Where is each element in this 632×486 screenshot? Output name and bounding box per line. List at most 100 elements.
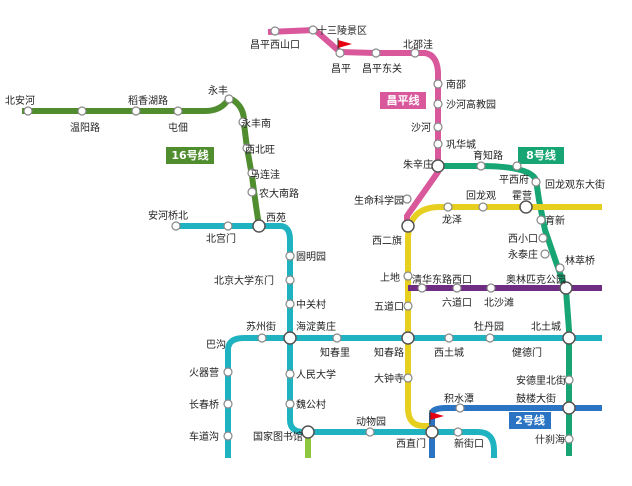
station-marker[interactable] <box>536 215 546 225</box>
station-label[interactable]: 什刹海 <box>535 433 565 446</box>
station-label[interactable]: 安德里北街 <box>516 374 566 387</box>
station-marker[interactable] <box>308 25 318 35</box>
station-label[interactable]: 温阳路 <box>70 121 100 134</box>
station-marker[interactable] <box>433 139 443 149</box>
station-marker[interactable] <box>540 249 550 259</box>
station-label[interactable]: 生命科学园 <box>354 194 404 207</box>
station-label[interactable]: 健德门 <box>512 346 542 359</box>
station-marker[interactable] <box>410 48 420 58</box>
station-label[interactable]: 农大南路 <box>259 187 299 200</box>
station-label[interactable]: 沙河 <box>411 122 431 134</box>
station-marker[interactable] <box>433 79 443 89</box>
station-marker[interactable] <box>402 194 412 204</box>
station-marker[interactable] <box>512 161 522 171</box>
station-label[interactable]: 长春桥 <box>189 399 219 411</box>
station-label[interactable]: 奥林匹克公园 <box>506 273 566 286</box>
station-marker[interactable] <box>433 122 443 132</box>
station-marker[interactable] <box>223 399 233 409</box>
station-marker[interactable] <box>223 431 233 441</box>
station-label[interactable]: 人民大学 <box>296 368 336 381</box>
station-label[interactable]: 国家图书馆 <box>253 430 303 443</box>
station-marker[interactable] <box>453 427 463 437</box>
station-label[interactable]: 永丰 <box>208 84 228 97</box>
station-marker[interactable] <box>417 283 427 293</box>
station-label[interactable]: 五道口 <box>374 300 404 313</box>
station-marker[interactable] <box>238 117 248 127</box>
station-marker[interactable] <box>531 177 541 187</box>
station-marker[interactable] <box>444 333 454 343</box>
station-label[interactable]: 知春路 <box>374 346 404 359</box>
station-label[interactable]: 西北旺 <box>245 144 275 156</box>
station-label[interactable]: 朱辛庄 <box>403 158 433 171</box>
station-label[interactable]: 龙泽 <box>442 213 462 226</box>
station-label[interactable]: 巴沟 <box>206 338 226 351</box>
station-marker[interactable] <box>371 48 381 58</box>
station-label[interactable]: 霍营 <box>512 189 532 202</box>
station-marker[interactable] <box>443 202 453 212</box>
station-label[interactable]: 西直门 <box>396 437 426 450</box>
interchange-marker[interactable] <box>401 331 415 345</box>
station-marker[interactable] <box>285 251 295 261</box>
station-marker[interactable] <box>131 106 141 116</box>
interchange-marker[interactable] <box>283 331 297 345</box>
station-label[interactable]: 六道口 <box>442 296 472 309</box>
station-marker[interactable] <box>77 106 87 116</box>
interchange-marker[interactable] <box>431 159 445 173</box>
station-label[interactable]: 上地 <box>380 271 400 284</box>
station-label[interactable]: 北土城 <box>531 320 561 333</box>
station-label[interactable]: 魏公村 <box>296 398 326 411</box>
station-marker[interactable] <box>173 106 183 116</box>
station-marker[interactable] <box>171 221 181 231</box>
station-label[interactable]: 知春里 <box>320 346 350 359</box>
station-marker[interactable] <box>564 434 574 444</box>
station-marker[interactable] <box>242 143 252 153</box>
station-marker[interactable] <box>23 106 33 116</box>
station-label[interactable]: 西二旗 <box>372 234 402 247</box>
station-marker[interactable] <box>257 333 267 343</box>
station-label[interactable]: 中关村 <box>296 298 326 311</box>
station-marker[interactable] <box>285 275 295 285</box>
station-label[interactable]: 平西府 <box>499 173 529 186</box>
station-marker[interactable] <box>486 283 496 293</box>
interchange-marker[interactable] <box>425 425 439 439</box>
station-marker[interactable] <box>433 99 443 109</box>
station-marker[interactable] <box>285 299 295 309</box>
station-label[interactable]: 北宫门 <box>206 232 236 245</box>
station-label[interactable]: 苏州街 <box>246 320 276 333</box>
station-label[interactable]: 马连洼 <box>250 168 280 181</box>
station-marker[interactable] <box>455 403 465 413</box>
station-marker[interactable] <box>476 161 486 171</box>
station-label[interactable]: 巩华城 <box>446 138 476 151</box>
station-label[interactable]: 火器营 <box>189 366 219 379</box>
station-marker[interactable] <box>247 168 257 178</box>
station-label[interactable]: 昌平 <box>331 63 351 75</box>
station-marker[interactable] <box>335 48 345 58</box>
station-marker[interactable] <box>555 263 565 273</box>
station-label[interactable]: 永丰南 <box>241 117 271 130</box>
station-marker[interactable] <box>270 26 280 36</box>
station-marker[interactable] <box>332 333 342 343</box>
station-label[interactable]: 昌平东关 <box>362 62 402 75</box>
station-label[interactable]: 安河桥北 <box>148 209 188 222</box>
station-label[interactable]: 西苑 <box>266 211 286 224</box>
station-marker[interactable] <box>564 375 574 385</box>
station-marker[interactable] <box>285 369 295 379</box>
station-marker[interactable] <box>224 94 234 104</box>
station-marker[interactable] <box>223 221 233 231</box>
interchange-marker[interactable] <box>559 281 573 295</box>
interchange-marker[interactable] <box>401 219 415 233</box>
station-label[interactable]: 永泰庄 <box>508 248 538 261</box>
station-marker[interactable] <box>403 301 413 311</box>
station-label[interactable]: 清华东路西口 <box>412 273 472 286</box>
station-label[interactable]: 圆明园 <box>296 251 326 263</box>
station-label[interactable]: 沙河高教园 <box>446 98 496 111</box>
station-label[interactable]: 十三陵景区 <box>317 24 367 37</box>
station-label[interactable]: 新街口 <box>454 437 484 450</box>
station-label[interactable]: 育知路 <box>473 149 503 162</box>
station-label[interactable]: 稻香湖路 <box>128 94 168 107</box>
station-marker[interactable] <box>365 427 375 437</box>
station-label[interactable]: 回龙观 <box>466 189 496 202</box>
station-label[interactable]: 西土城 <box>434 346 464 359</box>
station-label[interactable]: 北安河 <box>5 94 35 107</box>
interchange-marker[interactable] <box>301 425 315 439</box>
